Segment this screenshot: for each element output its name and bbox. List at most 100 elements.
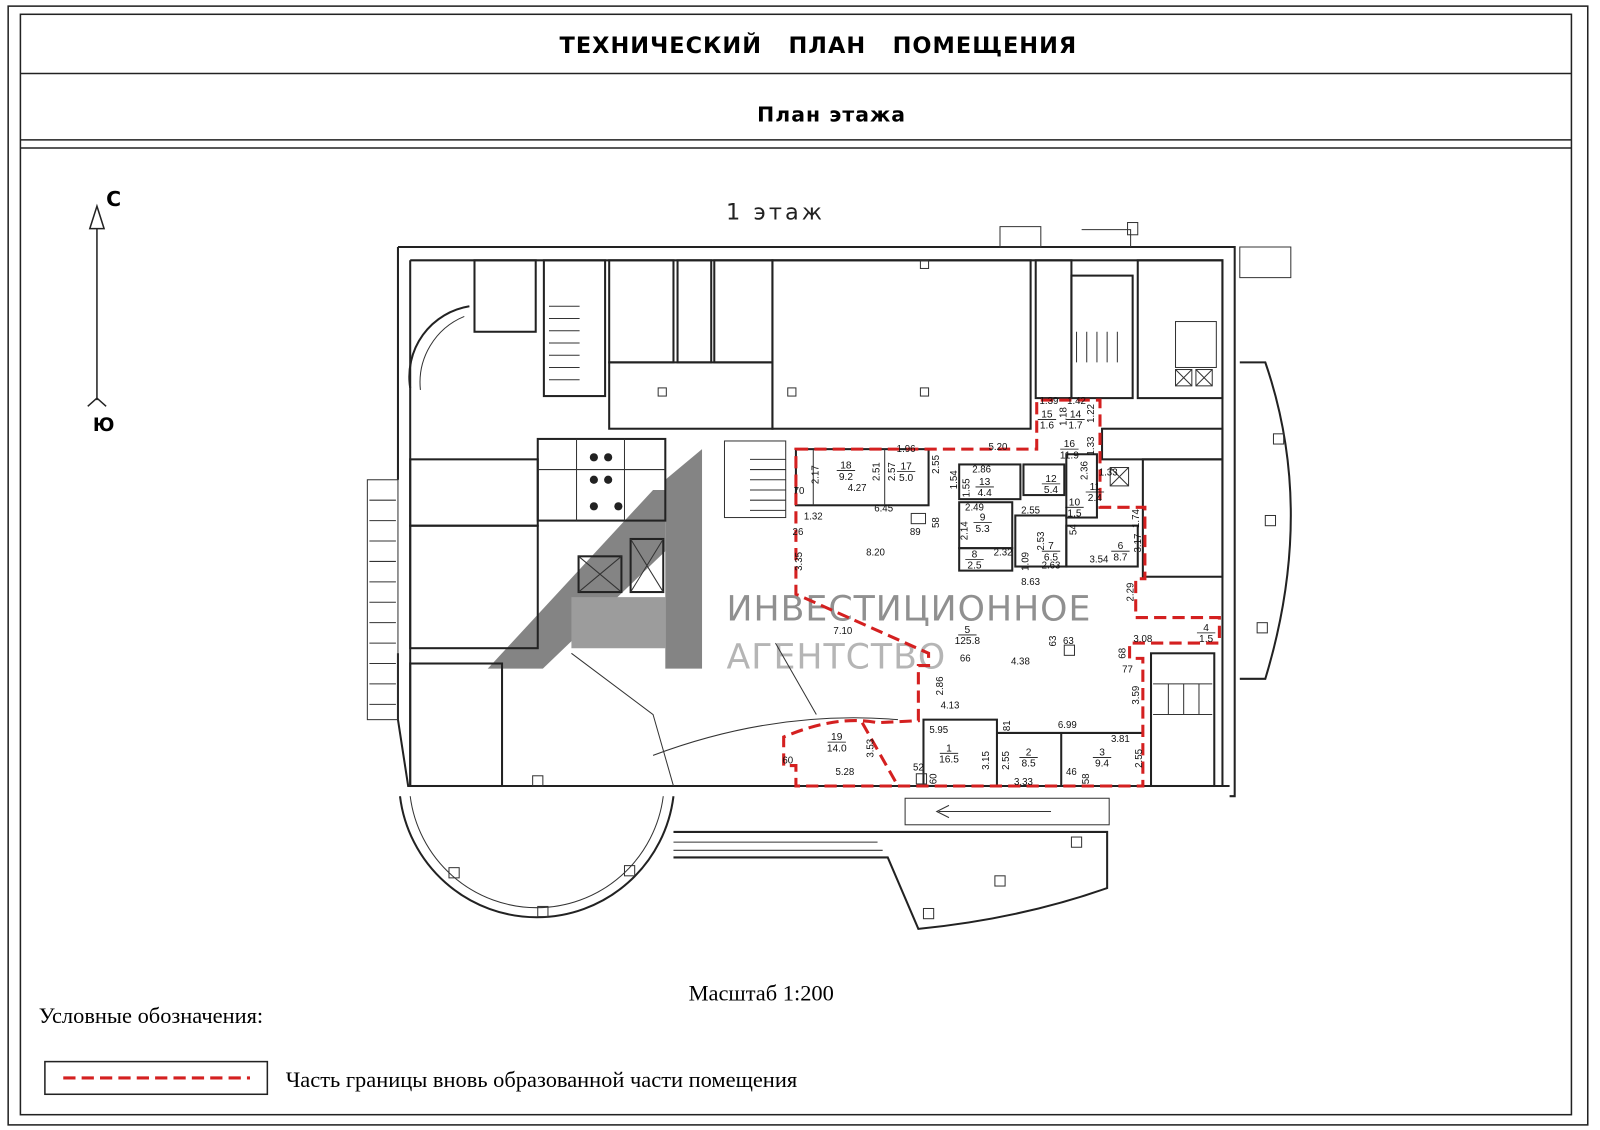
room-number: 13 [979, 477, 991, 488]
room-label: 175.0 [896, 462, 916, 484]
room-area: 9.2 [839, 472, 853, 483]
dimension-label: 2.14 [959, 521, 970, 540]
dimension-label: 2.36 [1080, 461, 1091, 480]
room-area: 2.5 [967, 561, 981, 572]
room-number: 11 [1090, 482, 1101, 493]
room-number: 10 [1069, 497, 1081, 508]
dimension-label: 1.33 [1086, 437, 1097, 456]
room-number: 12 [1045, 474, 1057, 485]
dimension-label: 2.63 [1042, 561, 1061, 572]
elevator-icon [629, 537, 665, 594]
room-label: 141.7 [1066, 409, 1085, 432]
dimension-label: 4.38 [1011, 657, 1030, 668]
room-number: 19 [831, 732, 843, 743]
dimension-label: 54 [1069, 524, 1080, 535]
dimension-label: 2.57 [887, 462, 898, 481]
watermark-logo [487, 449, 703, 669]
room-area: 8.5 [1021, 759, 1035, 770]
room-number: 3 [1099, 747, 1105, 758]
dimension-label: 7.10 [833, 626, 852, 637]
dimension-label: 4.13 [941, 700, 960, 711]
room-label: 68.7 [1111, 541, 1130, 563]
new-part-boundary [782, 398, 1221, 788]
dimension-label: 58 [1081, 773, 1092, 784]
dimension-label: 3.35 [794, 552, 805, 571]
room-label: 116.5 [939, 743, 959, 765]
watermark-line2: АГЕНТСТВО [727, 638, 947, 678]
ramp-arrow-icon [935, 804, 1052, 819]
floor-label: 1 этаж [726, 199, 825, 225]
dimension-label: 2.32 [994, 547, 1013, 558]
dimension-label: 1.33 [1099, 468, 1118, 479]
room-area: 16.5 [939, 755, 959, 766]
room-area: 1.5 [1199, 634, 1213, 645]
dimension-label: 1.96 [897, 444, 916, 455]
dimension-label: 1.74 [1131, 509, 1142, 528]
room-labels: 116.528.539.441.55125.868.776.582.595.31… [827, 409, 1216, 770]
dimension-label: 2.55 [1001, 751, 1012, 770]
dimension-label: 89 [910, 527, 921, 538]
scale-label: Масштаб 1:200 [689, 980, 834, 1005]
room-label: 125.4 [1041, 474, 1061, 496]
dimension-label: 1.55 [961, 479, 972, 498]
dimension-label: 1.22 [1086, 404, 1097, 423]
elevator-icon [577, 555, 623, 594]
room-number: 16 [1064, 439, 1076, 450]
inner-frame [19, 13, 1573, 1116]
room-label: 101.5 [1065, 497, 1084, 520]
dimension-label: 2.17 [810, 465, 821, 484]
dimension-label: 2.49 [965, 502, 984, 513]
dimension-label: 3.54 [1090, 554, 1109, 565]
page-subtitle: План этажа [757, 102, 906, 126]
dimension-label: 66 [960, 653, 971, 664]
room-area: 5.0 [899, 473, 913, 484]
room-number: 9 [980, 513, 986, 524]
dimension-label: 46 [1066, 767, 1077, 778]
room-area: 125.8 [955, 636, 981, 647]
dimension-label: 3.15 [981, 751, 992, 770]
page-title: ТЕХНИЧЕСКИЙ ПЛАН ПОМЕЩЕНИЯ [560, 31, 1078, 59]
dimension-label: 3.17 [1133, 534, 1144, 553]
room-label: 95.3 [973, 513, 992, 535]
dimension-label: 60 [929, 773, 940, 784]
watermark-line1: ИНВЕСТИЦИОННОЕ [727, 590, 1092, 630]
dimension-label: 26 [793, 527, 804, 538]
dimension-label: 6.45 [874, 503, 893, 514]
dimension-label: 2.51 [872, 462, 883, 481]
room-label: 151.6 [1037, 409, 1057, 432]
dimension-label: 6.99 [1058, 720, 1077, 731]
room-area: 5.4 [1044, 485, 1058, 496]
dimension-label: 5.28 [835, 767, 854, 778]
room-area: 1.6 [1040, 421, 1054, 432]
dimension-label: 3.08 [1133, 634, 1152, 645]
room-number: 2 [1026, 747, 1032, 758]
north-arrow-icon [88, 203, 106, 230]
compass-north: С [106, 187, 122, 211]
room-number: 17 [900, 462, 912, 473]
dimension-label: 3.81 [1111, 734, 1130, 745]
dimension-label: 2.86 [972, 465, 991, 476]
room-area: 1.7 [1068, 421, 1082, 432]
dimension-label: 77 [1122, 665, 1133, 676]
room-label: 189.2 [836, 461, 856, 483]
dimension-label: 5.20 [989, 442, 1008, 453]
dimension-label: 8.20 [866, 547, 885, 558]
room-label: 39.4 [1092, 747, 1112, 770]
dimension-label: 1.54 [949, 470, 960, 489]
room-area: 9.4 [1095, 759, 1109, 770]
dimension-label: 3.53 [865, 739, 876, 758]
room-area: 5.3 [976, 524, 990, 535]
dimension-label: 2.86 [935, 677, 946, 696]
room-label: 82.5 [965, 549, 984, 572]
room-area: 4.4 [978, 488, 992, 499]
dimension-label: 63 [1048, 636, 1059, 647]
dimension-label: 4.27 [848, 483, 867, 494]
dimension-label: 63 [1063, 636, 1074, 647]
dimension-label: 52 [913, 763, 924, 774]
dimension-label: 81 [1002, 720, 1013, 731]
legend-item-label: Часть границы вновь образованной части п… [286, 1067, 797, 1092]
dimension-label: 2.55 [1134, 749, 1145, 768]
